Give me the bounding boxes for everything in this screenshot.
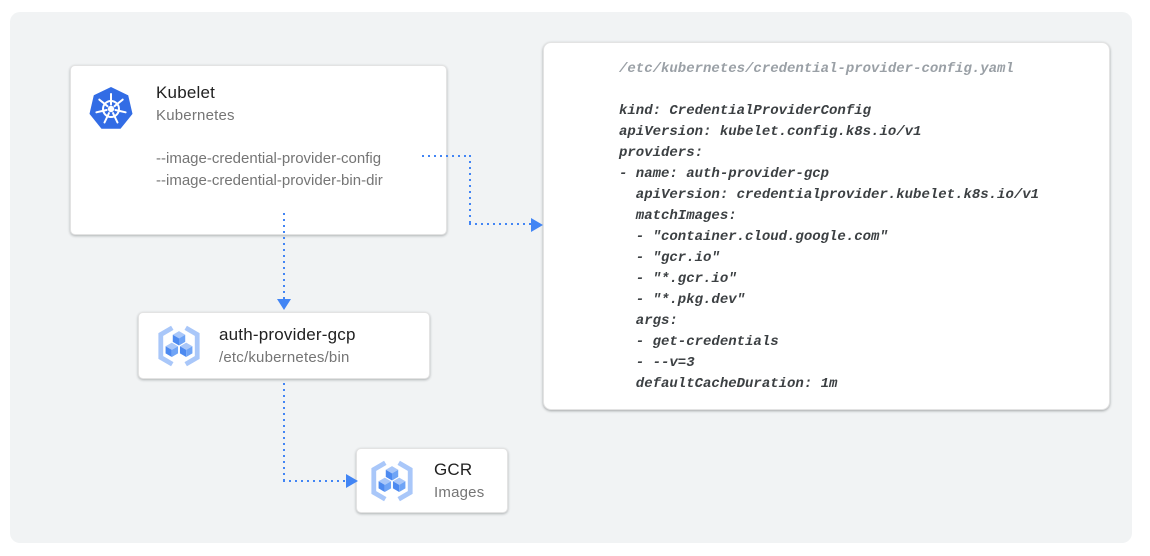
arrow-segment [283,213,285,299]
arrow-segment [283,480,346,482]
auth-provider-title: auth-provider-gcp [219,325,356,344]
gcr-icon [158,325,200,367]
yaml-line: - name: auth-provider-gcp [619,166,830,182]
yaml-line: defaultCacheDuration: 1m [619,376,838,392]
flag-image-credential-provider-config: --image-credential-provider-config [156,150,382,167]
arrow-head-icon [346,474,358,488]
config-file-path: /etc/kubernetes/credential-provider-conf… [619,61,1014,77]
yaml-line: - "*.gcr.io" [619,271,737,287]
yaml-line: - --v=3 [619,355,695,371]
arrow-segment [469,223,531,225]
gcr-title: GCR [434,460,473,479]
gcr-icon [371,460,413,502]
yaml-line: args: [619,313,678,329]
arrow-head-icon [531,218,543,232]
yaml-line: - "container.cloud.google.com" [619,229,888,245]
kubelet-card: Kubelet Kubernetes --image-credential-pr… [70,65,447,235]
auth-provider-gcp-card: auth-provider-gcp /etc/kubernetes/bin [138,312,430,379]
yaml-line: - get-credentials [619,334,779,350]
yaml-line: matchImages: [619,208,737,224]
flag-image-credential-provider-bin-dir: --image-credential-provider-bin-dir [156,172,383,189]
yaml-line: apiVersion: kubelet.config.k8s.io/v1 [619,124,922,140]
yaml-line: providers: [619,145,704,161]
kubernetes-icon [89,87,133,129]
arrow-segment [422,155,470,157]
yaml-line: apiVersion: credentialprovider.kubelet.k… [619,187,1040,203]
yaml-line: kind: CredentialProviderConfig [619,103,872,119]
arrow-segment [469,155,471,225]
arrow-head-icon [277,299,291,310]
yaml-line: - "gcr.io" [619,250,720,266]
credential-provider-config-panel: /etc/kubernetes/credential-provider-conf… [543,42,1110,410]
arrow-segment [283,383,285,482]
kubelet-subtitle: Kubernetes [156,107,235,124]
gcr-card: GCR Images [356,448,508,513]
gcr-subtitle: Images [434,484,485,501]
kubelet-title: Kubelet [156,83,216,102]
auth-provider-subtitle: /etc/kubernetes/bin [219,349,350,366]
yaml-code-block: kind: CredentialProviderConfig apiVersio… [619,101,1039,395]
yaml-line: - "*.pkg.dev" [619,292,746,308]
